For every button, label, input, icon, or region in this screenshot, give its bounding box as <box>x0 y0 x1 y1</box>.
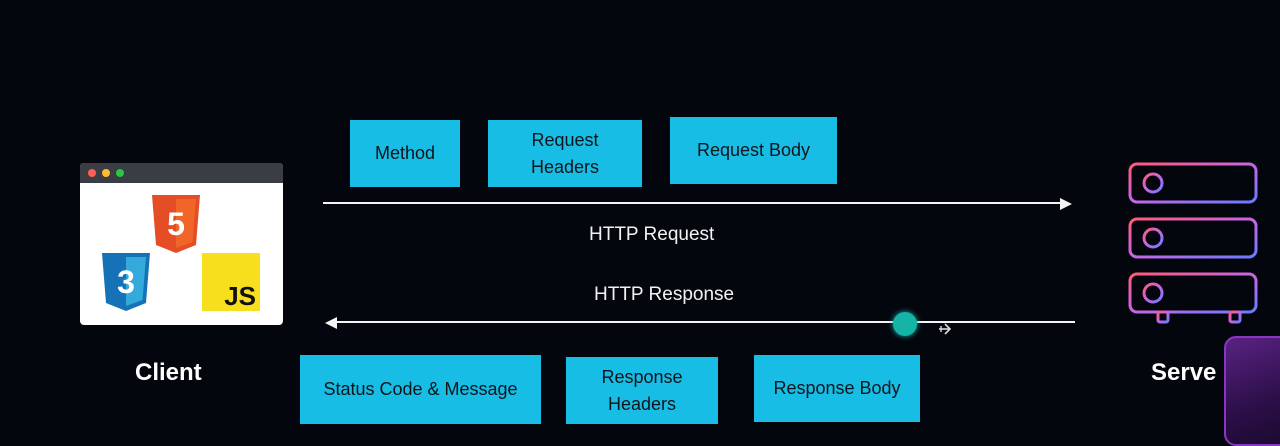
corner-card <box>1224 336 1280 446</box>
pointer-arrow-icon <box>938 322 954 336</box>
status-code-message-box: Status Code & Message <box>300 355 541 424</box>
cursor-highlight-icon <box>893 312 917 336</box>
response-arrowhead-icon <box>325 316 337 329</box>
response-body-box: Response Body <box>754 355 920 422</box>
http-response-label: HTTP Response <box>594 284 735 305</box>
client-label: Client <box>135 359 202 386</box>
maximize-dot-icon <box>116 169 124 177</box>
minimize-dot-icon <box>102 169 110 177</box>
server-rack-icon <box>1126 160 1271 328</box>
response-headers-box: Response Headers <box>566 357 718 424</box>
html5-logo-icon: 5 <box>150 195 202 253</box>
js-logo-mark: JS <box>224 281 256 311</box>
request-body-box: Request Body <box>670 117 837 184</box>
css3-logo-icon: 3 <box>100 253 152 311</box>
server-label: Serve <box>1151 359 1217 386</box>
css3-logo-mark: 3 <box>117 264 135 300</box>
http-response-arrow <box>333 321 1075 323</box>
close-dot-icon <box>88 169 96 177</box>
javascript-logo-icon: JS <box>202 253 260 311</box>
request-headers-box: Request Headers <box>488 120 642 187</box>
browser-title-bar <box>80 163 283 183</box>
method-box: Method <box>350 120 460 187</box>
http-request-arrow <box>323 202 1064 204</box>
request-arrowhead-icon <box>1060 197 1072 210</box>
http-request-label: HTTP Request <box>589 224 715 245</box>
html5-logo-mark: 5 <box>167 206 185 242</box>
client-browser-window: 5 3 JS <box>80 163 283 325</box>
